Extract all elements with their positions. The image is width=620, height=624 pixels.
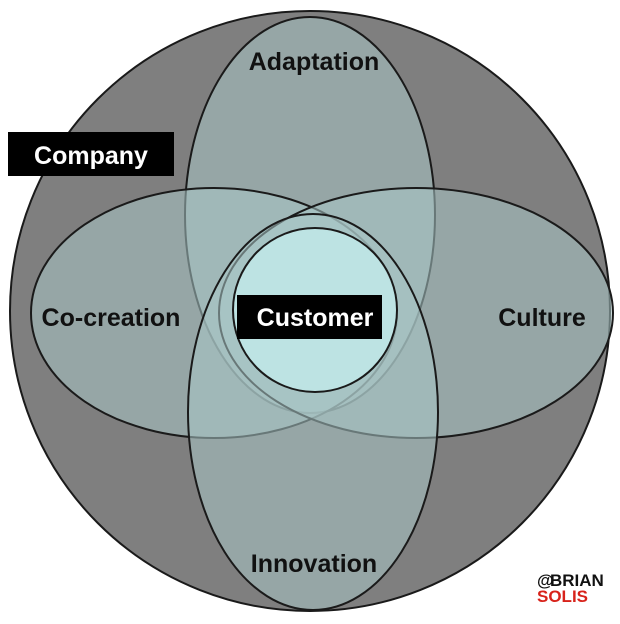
customer-label: Customer	[257, 304, 374, 332]
co-creation-label: Co-creation	[42, 304, 181, 332]
customer-label-box	[237, 295, 382, 339]
adaptation-label: Adaptation	[249, 48, 380, 76]
culture-label: Culture	[498, 304, 586, 332]
logo-line2: SOLIS	[537, 587, 588, 606]
innovation-label: Innovation	[251, 550, 377, 578]
logo-at-sign: @	[537, 571, 554, 590]
company-label-box	[8, 132, 174, 176]
logo-line1: BRIAN	[550, 571, 604, 590]
brian-solis-logo: @ BRIAN SOLIS	[537, 571, 604, 606]
company-label: Company	[34, 142, 148, 170]
